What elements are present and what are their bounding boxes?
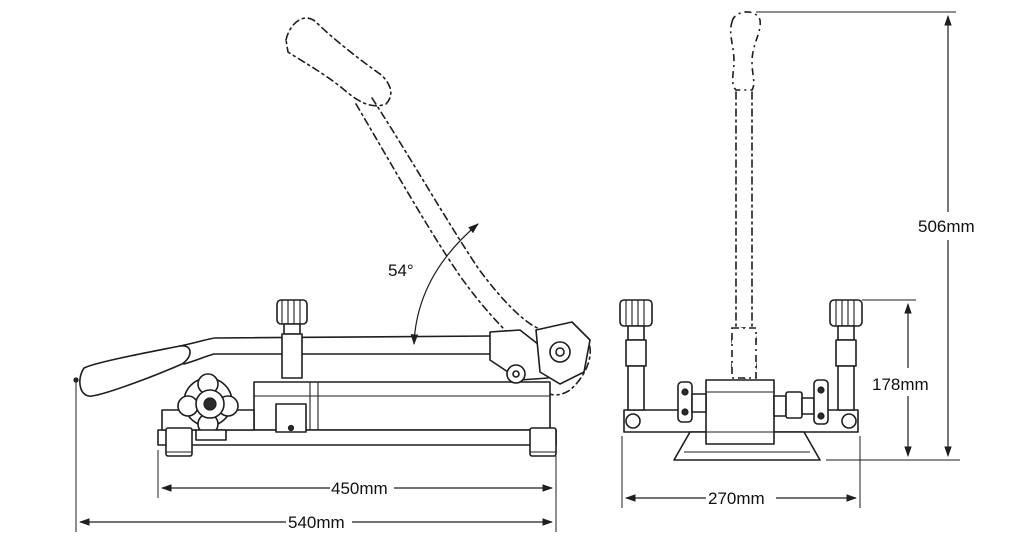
right-column-valve bbox=[829, 299, 863, 411]
dim-total-height-label: 506mm bbox=[918, 217, 975, 236]
front-pump-body bbox=[705, 379, 775, 445]
dimension-body-length: 450mm bbox=[157, 450, 557, 498]
lowered-handle bbox=[79, 329, 549, 397]
angle-annotation: 54° bbox=[388, 223, 479, 346]
dim-body-height-label: 178mm bbox=[872, 375, 929, 394]
right-side-fitting bbox=[773, 379, 829, 425]
angle-label: 54° bbox=[388, 261, 414, 280]
side-view bbox=[79, 17, 592, 457]
dimension-total-length: 540mm bbox=[73, 377, 557, 532]
front-foot bbox=[165, 427, 193, 457]
front-handwheel bbox=[177, 373, 239, 441]
left-column-valve bbox=[619, 299, 653, 411]
front-view bbox=[619, 11, 863, 461]
top-valve-stem bbox=[275, 299, 308, 433]
left-side-handwheel bbox=[677, 381, 707, 423]
dimension-total-height: 506mm bbox=[756, 11, 975, 458]
dim-body-length-label: 450mm bbox=[331, 479, 388, 498]
dimension-width: 270mm bbox=[621, 436, 861, 508]
dim-total-length-label: 540mm bbox=[288, 513, 345, 532]
dim-width-label: 270mm bbox=[708, 489, 765, 508]
vertical-handle-outline bbox=[729, 11, 762, 379]
rear-foot bbox=[529, 427, 557, 457]
dimension-body-height: 178mm bbox=[826, 299, 960, 461]
